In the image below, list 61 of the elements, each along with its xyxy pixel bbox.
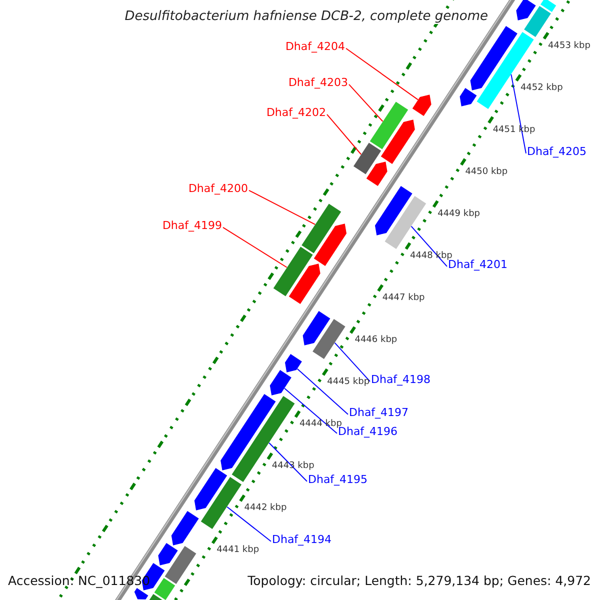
gene-block <box>134 588 148 600</box>
scale-label: 4450 kbp <box>465 166 508 179</box>
gene-block <box>384 196 426 250</box>
gene-label: Dhaf_4200 <box>188 182 248 196</box>
scale-label: 4445 kbp <box>327 376 370 390</box>
gene-block <box>194 468 228 510</box>
gene-block <box>470 26 518 90</box>
gene-block <box>312 318 346 360</box>
gene-label: Dhaf_4194 <box>272 533 332 547</box>
gene-label: Dhaf_4202 <box>266 106 326 120</box>
gene-block <box>370 102 408 150</box>
leader-line <box>326 114 362 155</box>
leader-line <box>334 342 370 382</box>
gene-block <box>164 546 196 584</box>
leader-line <box>346 48 418 100</box>
gene-block <box>154 578 176 600</box>
gene-block <box>288 264 320 304</box>
leader-line <box>284 388 338 434</box>
gene-block <box>516 0 536 20</box>
gene-label: Dhaf_4201 <box>448 258 508 272</box>
leader-line <box>248 190 316 225</box>
scale-label: 4453 kbp <box>548 40 590 53</box>
leader-line <box>410 226 448 267</box>
leader-line <box>510 74 526 154</box>
gene-block <box>158 542 178 566</box>
gene-block <box>270 370 292 396</box>
scale-label: 4442 kbp <box>244 502 287 516</box>
scale-label: 4441 kbp <box>216 544 260 558</box>
gene-block <box>540 0 556 12</box>
diagram-title: Desulfitobacterium hafniense DCB-2, complete genome <box>122 10 490 24</box>
gene-block <box>302 310 330 346</box>
gene-block <box>232 396 295 482</box>
scale-label: 4446 kbp <box>354 334 398 348</box>
leader-line <box>226 506 272 542</box>
gene-block <box>314 224 347 266</box>
gene-block <box>273 246 313 296</box>
scale-label: 4452 kbp <box>520 82 563 95</box>
gene-block <box>380 120 415 164</box>
leader-line <box>222 226 288 268</box>
gene-block <box>412 94 432 116</box>
gene-label: Dhaf_4197 <box>349 406 409 420</box>
scale-label: 4447 kbp <box>382 292 425 306</box>
leader-line <box>268 442 308 482</box>
scale-label: 4449 kbp <box>438 208 480 221</box>
gene-block <box>171 510 199 546</box>
gene-label: Dhaf_4203 <box>288 76 348 90</box>
gene-block <box>524 6 551 38</box>
gene-label: Dhaf_4199 <box>162 219 222 233</box>
gene-block <box>200 476 242 530</box>
leader-line <box>296 368 348 415</box>
gene-block <box>353 142 382 174</box>
gene-label: Dhaf_4198 <box>371 373 431 387</box>
gene-block <box>284 354 302 372</box>
leader-line <box>348 84 384 122</box>
gene-label: Dhaf_4205 <box>527 145 587 159</box>
gene-label: Dhaf_4195 <box>308 473 368 487</box>
gene-block <box>302 204 342 254</box>
footer-note: Topology: circular; Length: 5,279,134 bp; Genes: 4,972 <box>248 574 591 588</box>
gene-block <box>374 186 412 236</box>
gene-label: Dhaf_4204 <box>285 40 345 54</box>
gene-block <box>366 162 388 186</box>
